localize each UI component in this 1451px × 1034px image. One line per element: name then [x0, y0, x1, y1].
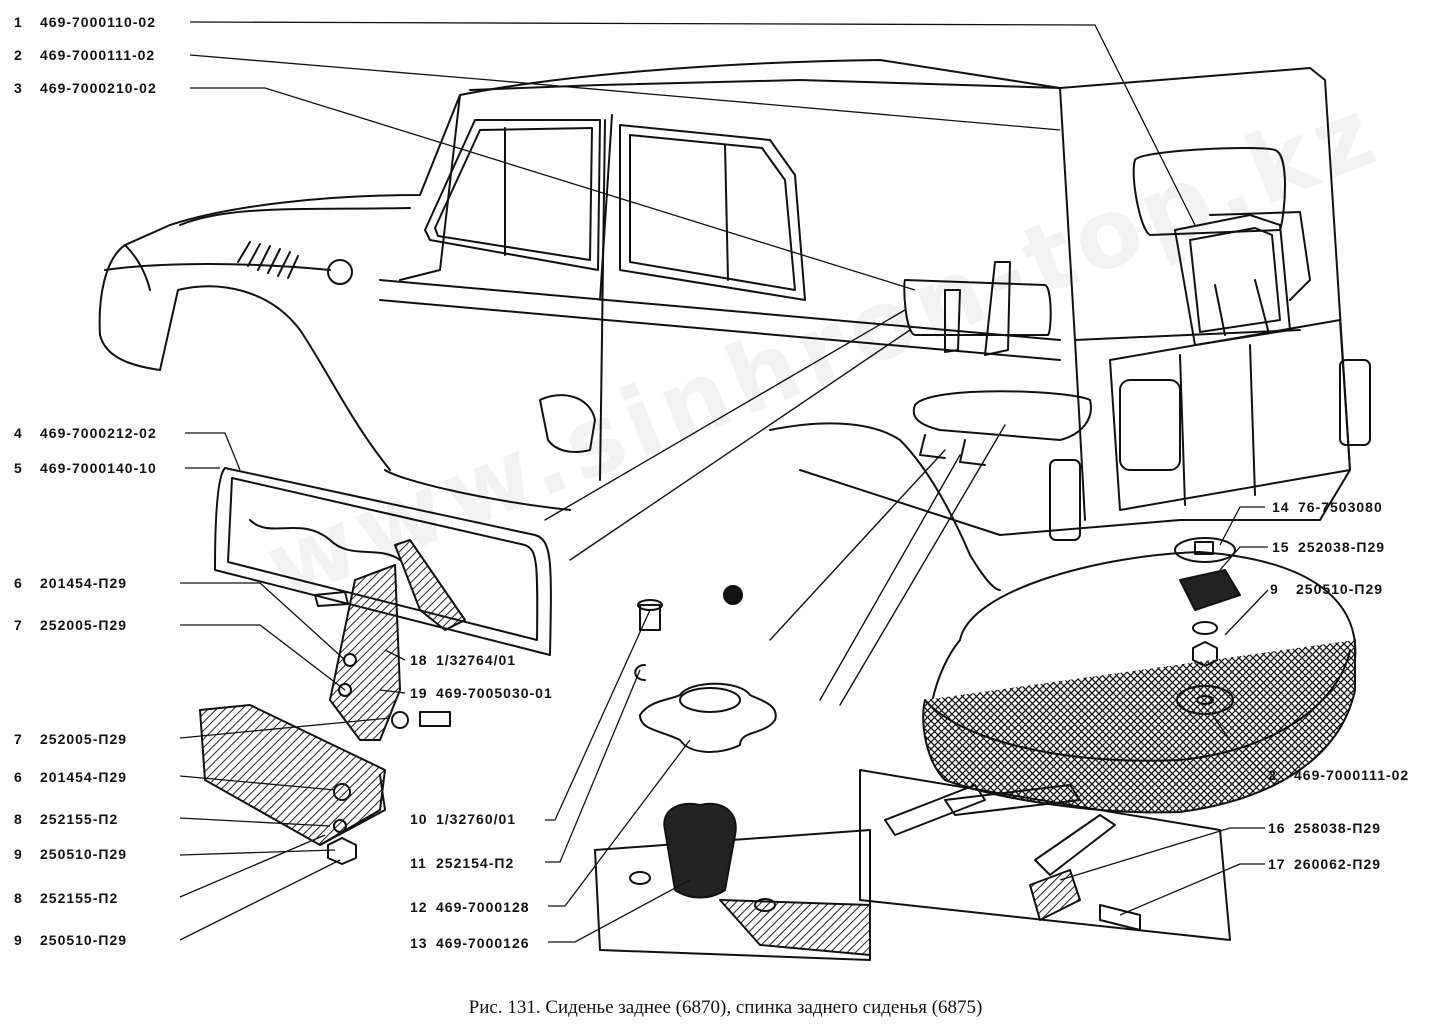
exploded-seat-back — [214, 467, 552, 656]
hinge-fastener-stack — [1174, 537, 1241, 715]
leader-connectors — [544, 309, 1006, 706]
vehicle-body-outline — [98, 59, 1351, 591]
bracket-19 — [329, 539, 466, 741]
seat-back-panel — [903, 261, 1052, 356]
installed-seat-cushion — [912, 390, 1092, 466]
side-windows — [424, 119, 1286, 301]
floor-plate-bumper — [594, 802, 871, 961]
label-leader-lines — [179, 21, 1269, 943]
seat-frame-legs — [859, 769, 1231, 941]
exploded-seat-cushion — [922, 551, 1357, 814]
center-fasteners — [634, 585, 777, 753]
hood-grille — [237, 241, 353, 285]
installed-seat-back — [1174, 211, 1311, 346]
floor-bracket — [199, 704, 386, 846]
figure-caption: Рис. 131. Сиденье заднее (6870), спинка … — [468, 997, 983, 1018]
